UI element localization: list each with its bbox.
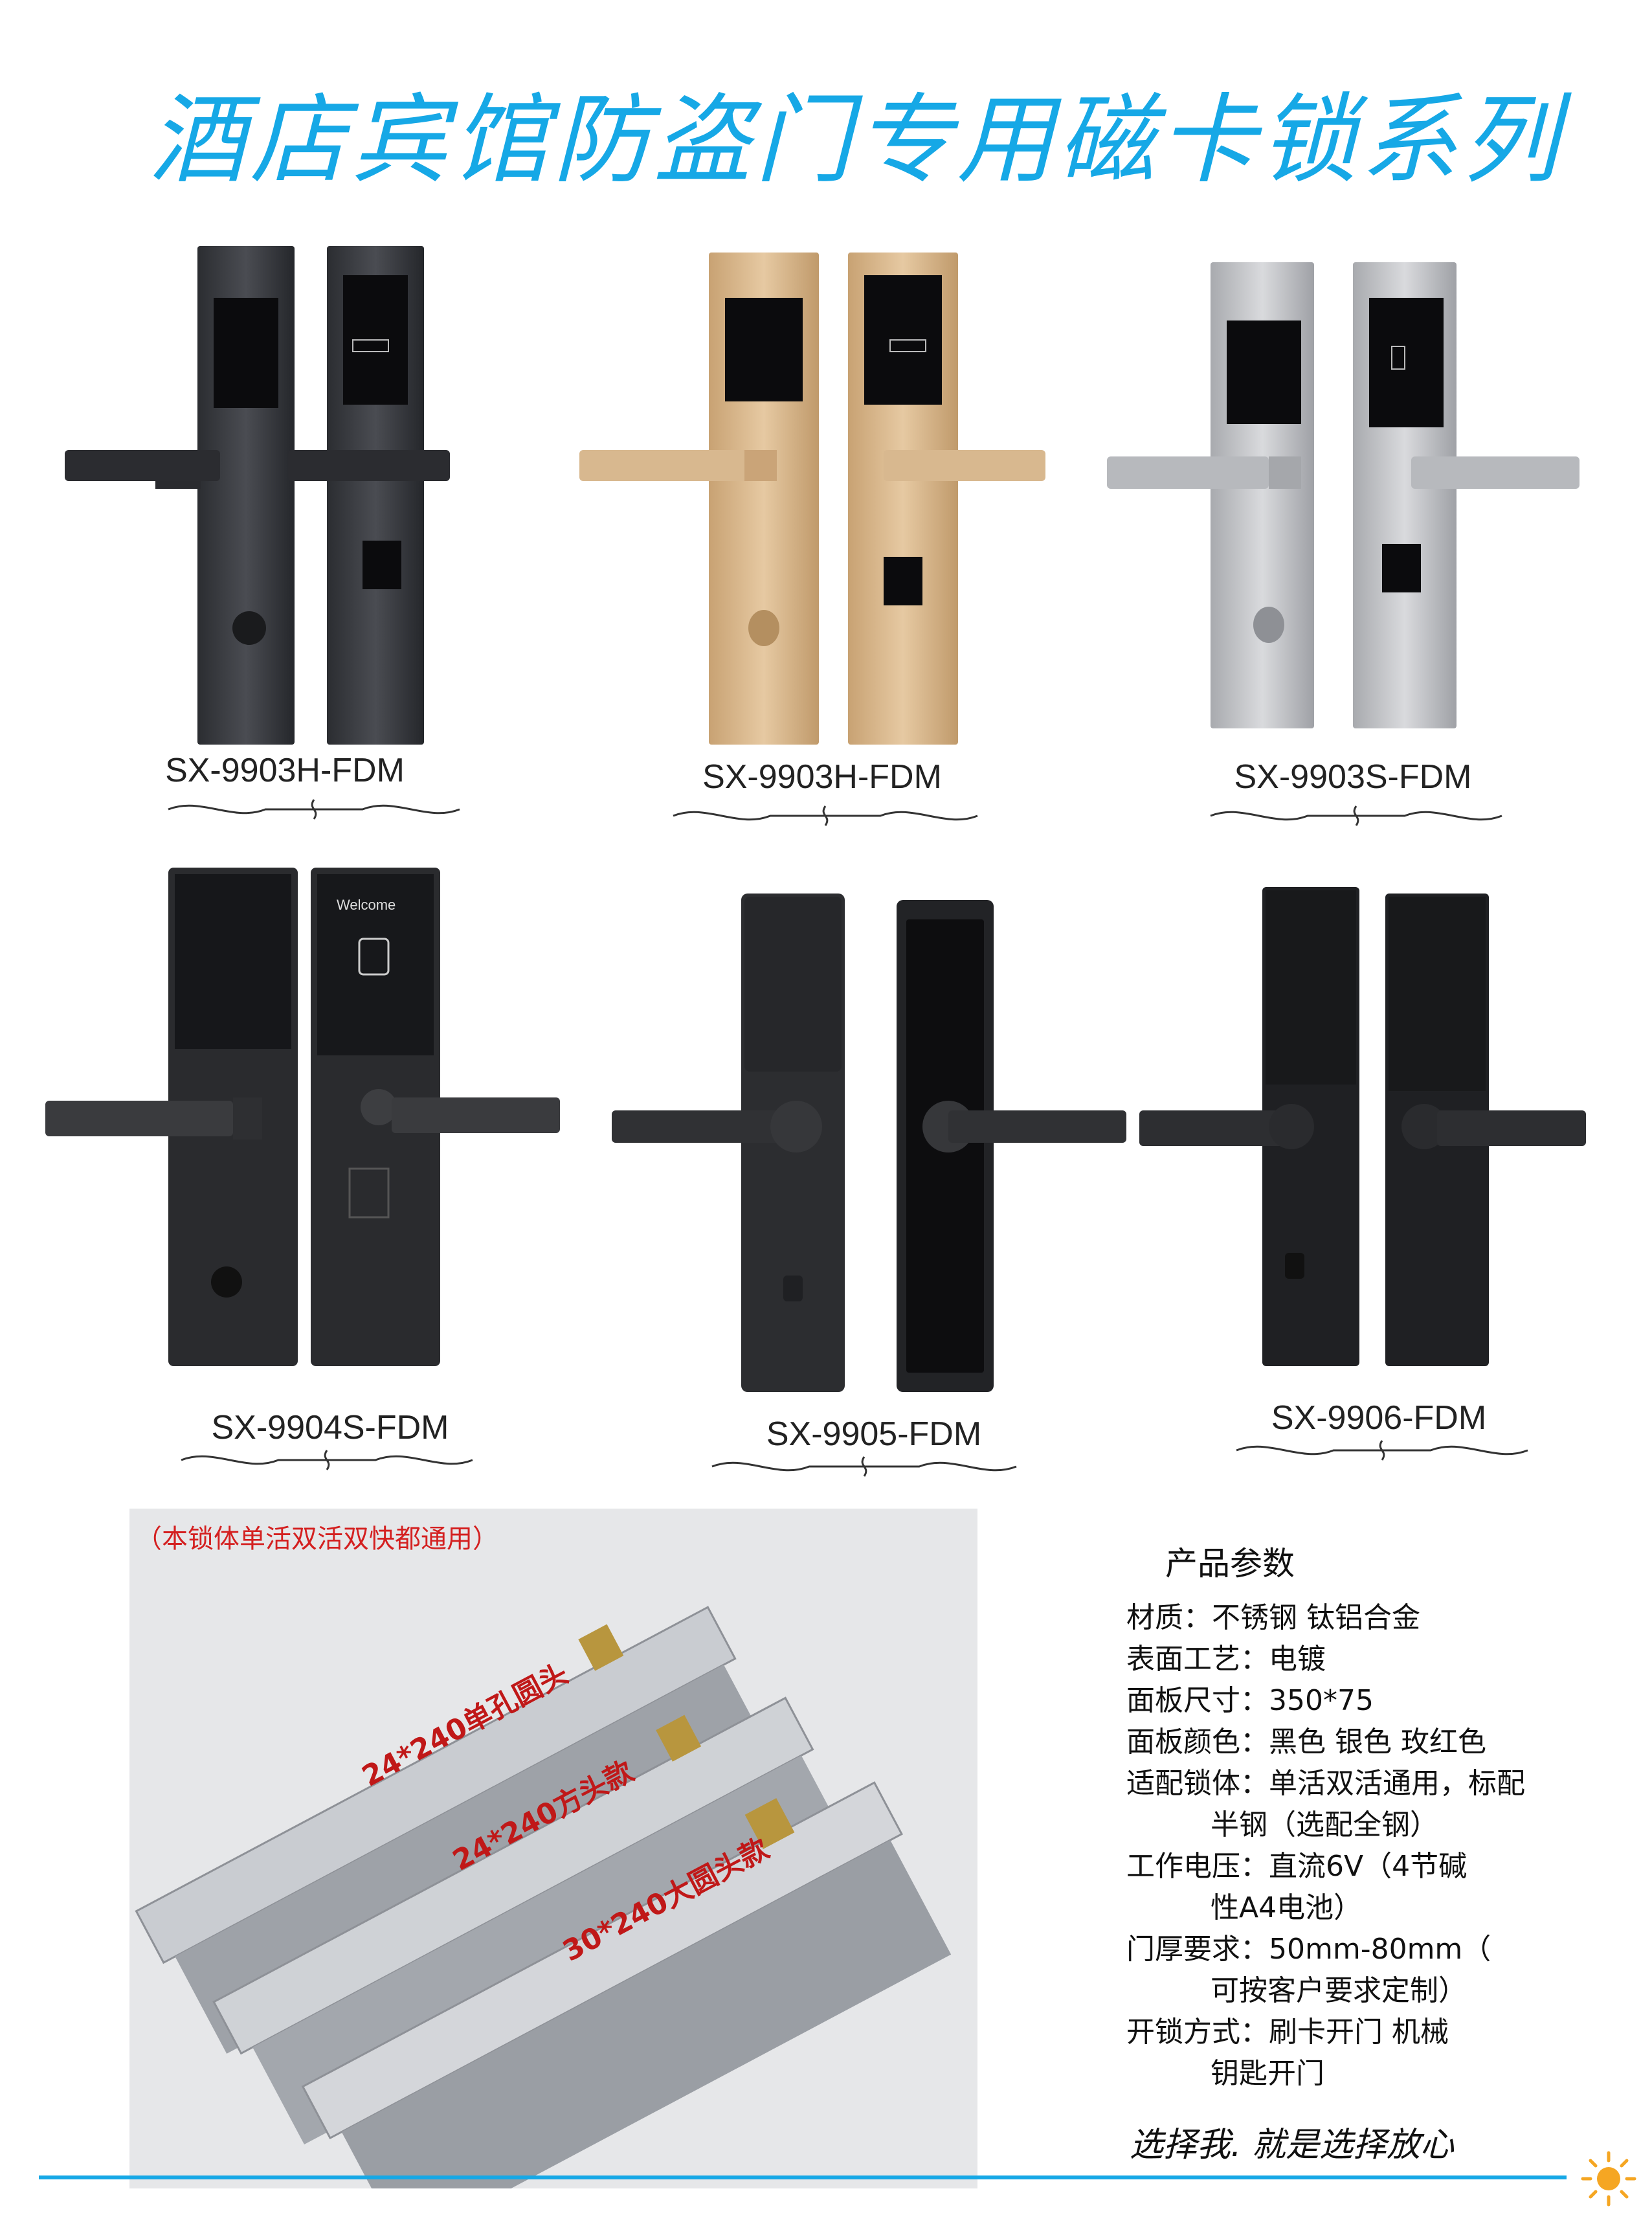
product-image: [579, 240, 1045, 745]
p-line: 门厚要求：50mm-80mm（: [1126, 1933, 1491, 1966]
ornament-divider: [1236, 1440, 1528, 1461]
sun-icon: [1581, 2151, 1636, 2207]
p-line: 面板颜色：黑色 银色 玫红色: [1126, 1726, 1486, 1759]
ornament-divider: [711, 1456, 1017, 1477]
p-line: 开锁方式：刷卡开门 机械: [1126, 2016, 1449, 2049]
product-model-label: SX-9903S-FDM: [1234, 758, 1472, 796]
product-model-label: SX-9905-FDM: [766, 1415, 982, 1453]
product-image: [1139, 887, 1586, 1379]
ornament-divider: [673, 805, 978, 826]
product-image: [58, 240, 511, 745]
p-line: 材质：不锈钢 钛铝合金: [1126, 1601, 1420, 1634]
product-model-label: SX-9906-FDM: [1271, 1399, 1487, 1437]
lock-body-note: （本锁体单活双活双快都通用）: [136, 1524, 498, 1554]
product-model-label: SX-9904S-FDM: [211, 1409, 449, 1446]
p-line: 钥匙开门: [1211, 2057, 1324, 2090]
p-line: 可按客户要求定制）: [1211, 1974, 1467, 2007]
product-image: [1107, 262, 1579, 728]
p-line: 适配锁体：单活双活通用，标配: [1126, 1767, 1525, 1800]
welcome-text: Welcome: [337, 897, 396, 913]
product-parameters: 产品参数 材质：不锈钢 钛铝合金 表面工艺：电镀 面板尺寸：350*75 面板颜…: [1126, 1538, 1605, 2095]
slogan: 选择我. 就是选择放心: [1130, 2126, 1455, 2164]
ornament-divider: [1210, 805, 1502, 826]
product-image: Welcome: [39, 868, 563, 1366]
p-line: 性A4电池）: [1211, 1891, 1363, 1924]
p-line: 面板尺寸：350*75: [1126, 1684, 1374, 1717]
bottom-divider: [39, 2175, 1567, 2179]
p-line: 表面工艺：电镀: [1126, 1643, 1326, 1676]
params-heading: 产品参数: [1165, 1545, 1295, 1582]
product-model-label: SX-9903H-FDM: [702, 758, 942, 796]
product-image: [612, 894, 1130, 1392]
ornament-divider: [181, 1450, 473, 1470]
ornament-divider: [168, 799, 460, 820]
product-model-label: SX-9903H-FDM: [165, 752, 405, 789]
page-title: 酒店宾馆防盗门专用磁卡锁系列: [149, 84, 1563, 197]
p-line: 半钢（选配全钢）: [1211, 1808, 1438, 1841]
p-line: 工作电压：直流6V（4节碱: [1126, 1850, 1468, 1883]
lock-body-photo: （本锁体单活双活双快都通用） 24*240单孔圆头 24*240方头款 30*2…: [129, 1509, 977, 2226]
